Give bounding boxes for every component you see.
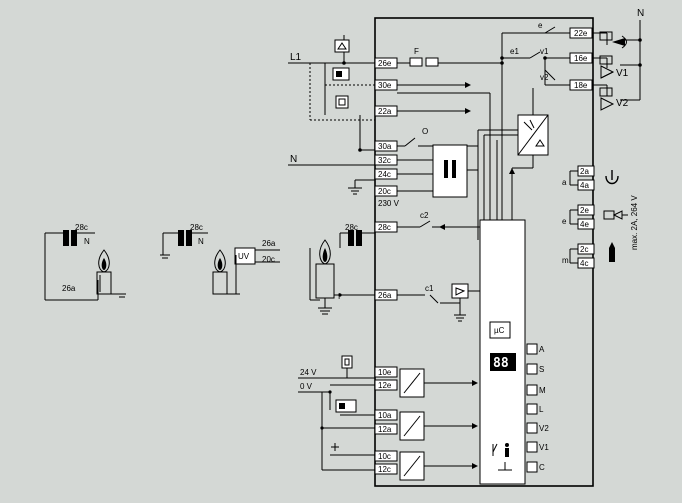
contact-c2-label: c2 [420,211,429,220]
flame-example-direct: 28c N I [309,223,375,315]
left-terminals: 26e 30e 22a 30a 32c 24c 20c 230 V 28c 26… [374,57,400,475]
status-a: A [539,345,545,354]
neutral-label-left: N [290,154,297,165]
terminal-12e: 12e [378,381,392,390]
power-icon [605,170,619,185]
terminal-16e: 16e [574,54,588,63]
terminal-28c: 28c [378,223,391,232]
supply-24v: 24 V [300,368,317,377]
signal-converters [399,368,478,481]
example1-terminal-n: N [84,237,90,246]
terminal-30e: 30e [378,81,392,90]
neutral-label-right: N [637,8,644,19]
uv-label: UV [238,252,250,261]
example2-terminal-n: N [198,237,204,246]
key-icon [609,242,615,262]
flame-input: c1 [397,283,480,322]
switch-o-label: O [422,127,428,136]
valve-section: 22e 16e 18e N V1 [569,8,644,111]
flame-example-uv: 28c N 26a 20c UV [160,223,280,295]
example3-terminal-i: I [338,292,340,301]
pressure-switch-icon [334,35,350,63]
micro-chip-icon [489,321,511,339]
terminal-22a: 22a [378,107,392,116]
terminal-30a: 30a [378,142,392,151]
terminal-32c: 32c [378,156,391,165]
example2-terminal-28c: 28c [190,223,203,232]
terminal-26e: 26e [378,59,392,68]
fuse-label: F [414,47,419,56]
relay-label-e: e [562,217,567,226]
terminal-26a: 26a [378,291,392,300]
mains-input: L1 F [288,33,504,240]
status-l: L [539,405,544,414]
supply-0v: 0 V [300,382,313,391]
terminal-2a: 2a [580,167,589,176]
status-outputs: A S M L V2 V1 C [526,343,549,473]
transformer-icon [397,144,478,198]
terminal-20c: 20c [378,187,391,196]
display-digits: 88 [493,356,509,371]
micro-label: µC [494,326,505,335]
fan-icon [599,31,627,49]
example1-terminal-26a: 26a [62,284,76,293]
example2-terminal-26a: 26a [262,239,276,248]
terminal-12c: 12c [378,465,391,474]
terminal-4e: 4e [580,220,589,229]
valve-v2-icon [599,87,615,111]
status-m: M [539,386,546,395]
valve-output-icon [603,210,628,220]
contact-v1-label: v1 [540,47,549,56]
ground-icon [348,187,362,195]
terminal-22e: 22e [574,29,588,38]
microcontroller-block: µC 88 [479,219,526,485]
terminal-4c: 4c [580,259,588,268]
fuse-icon [409,57,423,67]
low-voltage-inputs: 24 V 0 V [298,355,375,471]
contact-c1-label: c1 [425,284,434,293]
valve-v1-label: V1 [616,68,629,79]
status-v1: V1 [539,443,549,452]
contact-e1-label: e1 [510,47,519,56]
rating-label: max. 2A, 264 V [630,195,639,250]
example1-terminal-28c: 28c [75,223,88,232]
valve-v2-label: V2 [616,98,629,109]
neutral-input: N [288,115,375,195]
terminal-18e: 18e [574,81,588,90]
terminal-10c: 10c [378,452,391,461]
air-switch-icon [324,63,375,115]
terminal-4a: 4a [580,181,589,190]
status-c: C [539,463,545,472]
example2-terminal-20c: 20c [262,255,275,264]
relay-label-a: a [562,178,567,187]
contact-e-label: e [538,21,543,30]
terminal-2e: 2e [580,206,589,215]
display-icon [490,353,516,371]
voltage-230v: 230 V [378,199,400,208]
terminal-12a: 12a [378,425,392,434]
status-s: S [539,365,544,374]
relay-label-m: m [562,256,569,265]
ignition-control-icon [509,88,549,220]
valve-icon [599,55,615,79]
uv-sensor-icon: UV [234,247,280,265]
relay-contacts: 2a 4a 2e 4e 2c 4c a e m [562,165,595,269]
example3-terminal-28c: 28c [345,223,358,232]
terminal-24c: 24c [378,170,391,179]
terminal-10a: 10a [378,411,392,420]
flame-example-ionization: 28c N 26a [44,223,126,301]
terminal-10e: 10e [378,368,392,377]
output-contacts: e v1 v2 e1 [500,21,570,86]
ignition-contact: c2 [397,211,480,230]
l1-label: L1 [290,52,302,63]
flame-sensor-icon [309,63,375,121]
status-v2: V2 [539,424,549,433]
terminal-2c: 2c [580,245,588,254]
reset-key-icon [492,443,512,471]
